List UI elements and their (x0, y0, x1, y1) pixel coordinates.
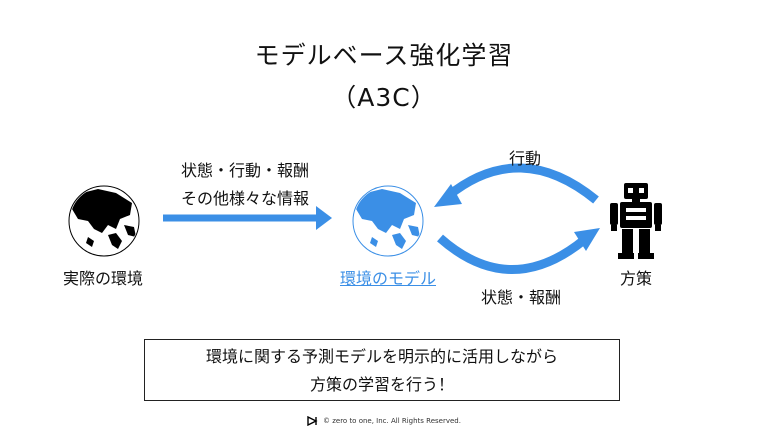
summary-line-1: 環境に関する予測モデルを明示的に活用しながら (205, 347, 558, 366)
arrow-real-to-model (163, 206, 332, 230)
globe-icon (68, 185, 140, 257)
company-logo-icon (307, 416, 318, 426)
title-line-1: モデルベース強化学習 (254, 41, 514, 70)
real-environment-label: 実際の環境 (62, 269, 143, 288)
title-line-2: （A3C） (331, 83, 437, 112)
summary-box: 環境に関する予測モデルを明示的に活用しながら 方策の学習を行う！ (144, 339, 620, 401)
environment-model-label[interactable]: 環境のモデル (339, 269, 436, 288)
edge-label-state-action-reward: 状態・行動・報酬 (180, 161, 309, 180)
arrow-policy-to-model (434, 163, 599, 207)
edge-label-state-reward: 状態・報酬 (480, 288, 561, 307)
edge-label-action: 行動 (508, 149, 541, 168)
globe-icon (352, 185, 424, 257)
arrow-model-to-policy (437, 228, 600, 274)
summary-line-2: 方策の学習を行う！ (309, 375, 454, 394)
footer: © zero to one, Inc. All Rights Reserved. (0, 416, 768, 426)
policy-label: 方策 (619, 269, 652, 288)
copyright-text: © zero to one, Inc. All Rights Reserved. (323, 417, 461, 425)
edge-label-other-info: その他様々な情報 (180, 189, 309, 208)
robot-icon (610, 183, 662, 259)
